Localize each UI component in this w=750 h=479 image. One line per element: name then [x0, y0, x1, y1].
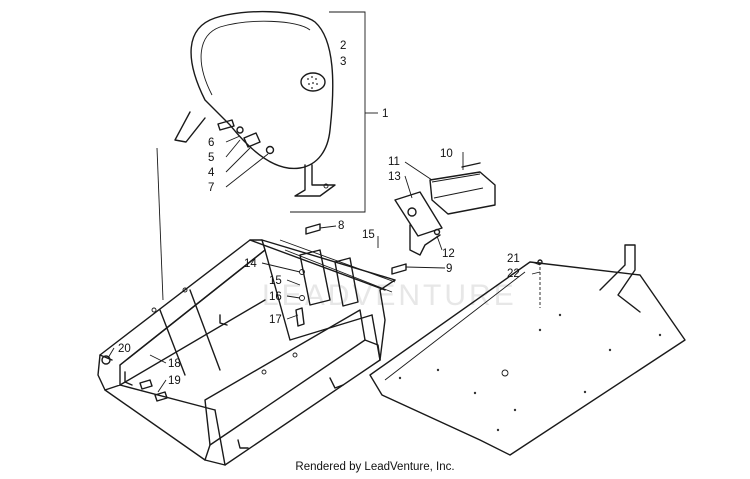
- wiring-harness: [409, 224, 441, 256]
- callout-label: 4: [208, 167, 215, 179]
- callout-label: 2: [340, 40, 346, 52]
- reflector-8: [305, 223, 321, 235]
- callout-label: 22: [507, 268, 520, 280]
- callout-label: 12: [442, 248, 455, 260]
- callout-label: 5: [208, 152, 214, 164]
- callout-label: 16: [269, 291, 282, 303]
- tail-light-screw: [461, 162, 481, 168]
- backrest-post: [294, 164, 336, 197]
- backrest-cushion: [190, 10, 334, 170]
- tail-light-lens: [429, 171, 496, 215]
- cargo-plate: [369, 244, 686, 456]
- bolt-17: [295, 307, 305, 327]
- fastener-21-22: [537, 259, 543, 308]
- callout-label: 15: [269, 275, 282, 287]
- rack-tabs: [124, 314, 344, 449]
- backrest-bracket-left: [174, 111, 206, 143]
- rack-plug-20: [101, 355, 111, 365]
- callout-label: 1: [382, 108, 388, 120]
- rear-rack: [97, 239, 396, 466]
- bolt-19: [139, 379, 168, 402]
- reflector-9: [391, 263, 407, 275]
- hinge-hardware: [217, 119, 275, 155]
- callout-label: 20: [118, 343, 131, 355]
- tail-light-bracket: [394, 191, 443, 237]
- callout-label: 10: [440, 148, 453, 160]
- callout-label: 11: [388, 156, 400, 168]
- callout-label: 13: [388, 171, 401, 183]
- callout-1-bracket: [290, 11, 378, 213]
- callout-label: 18: [168, 358, 181, 370]
- callout-labels: 1 2 3 4 5 6 7 8 9 10 11 12 13 14 15 15 1…: [118, 40, 520, 387]
- callout-label: 8: [338, 220, 344, 232]
- callout-label: 7: [208, 182, 214, 194]
- callout-label: 14: [244, 258, 257, 270]
- callout-label: 3: [340, 56, 346, 68]
- callout-label: 15: [362, 229, 375, 241]
- callout-label: 9: [446, 263, 452, 275]
- small-screw-12: [433, 228, 441, 236]
- leader-lines: [107, 135, 541, 393]
- callout-label: 21: [507, 253, 520, 265]
- callout-label: 6: [208, 137, 214, 149]
- callout-label: 17: [269, 314, 282, 326]
- speaker-grille: [300, 72, 326, 92]
- callout-label: 19: [168, 375, 181, 387]
- footer-credit: Rendered by LeadVenture, Inc.: [295, 461, 455, 473]
